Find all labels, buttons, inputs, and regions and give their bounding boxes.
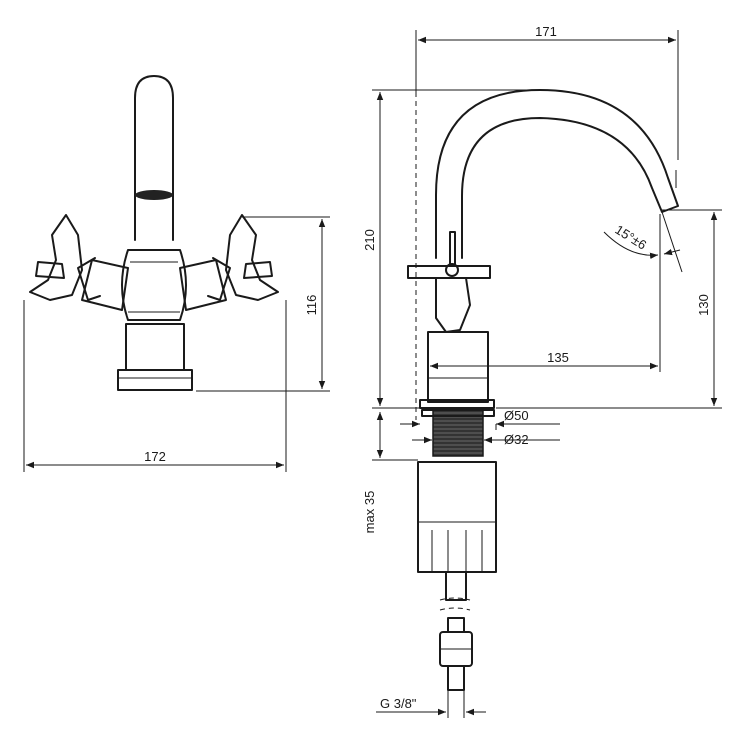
spout-reach-label: 135 [547,350,569,365]
side-column [427,331,489,403]
angle-label: 15°±6 [612,222,649,253]
base-diameter-label: Ø50 [504,408,529,423]
side-base [419,399,495,409]
spout-height-label: 130 [696,294,711,316]
front-left-handle-icon [29,214,83,301]
front-width-label: 172 [144,449,166,464]
front-spout [134,75,174,241]
front-body [121,249,187,321]
side-reach-label: 171 [535,24,557,39]
mounting-nut [417,461,497,573]
side-spout [435,89,679,259]
front-right-valve [179,259,227,311]
dimension-arrow-icon [603,231,659,260]
front-height-label: 116 [304,295,319,316]
front-right-handle-icon [225,214,279,301]
connection-label: G 3/8" [380,696,417,711]
thread-diameter-label: Ø32 [504,432,529,447]
supply-hose [445,571,467,601]
front-left-valve [81,259,129,311]
aerator-icon [135,190,173,200]
front-base [117,369,193,391]
front-column [125,323,185,371]
mounting-thread [432,409,484,457]
side-handle-icon [449,231,456,267]
max-thickness-label: max 35 [362,491,377,534]
front-view: 116 172 [23,75,330,472]
side-view: 171 210 130 135 15°±6 Ø50 Ø32 max 35 [362,24,722,718]
side-height-label: 210 [362,229,377,251]
